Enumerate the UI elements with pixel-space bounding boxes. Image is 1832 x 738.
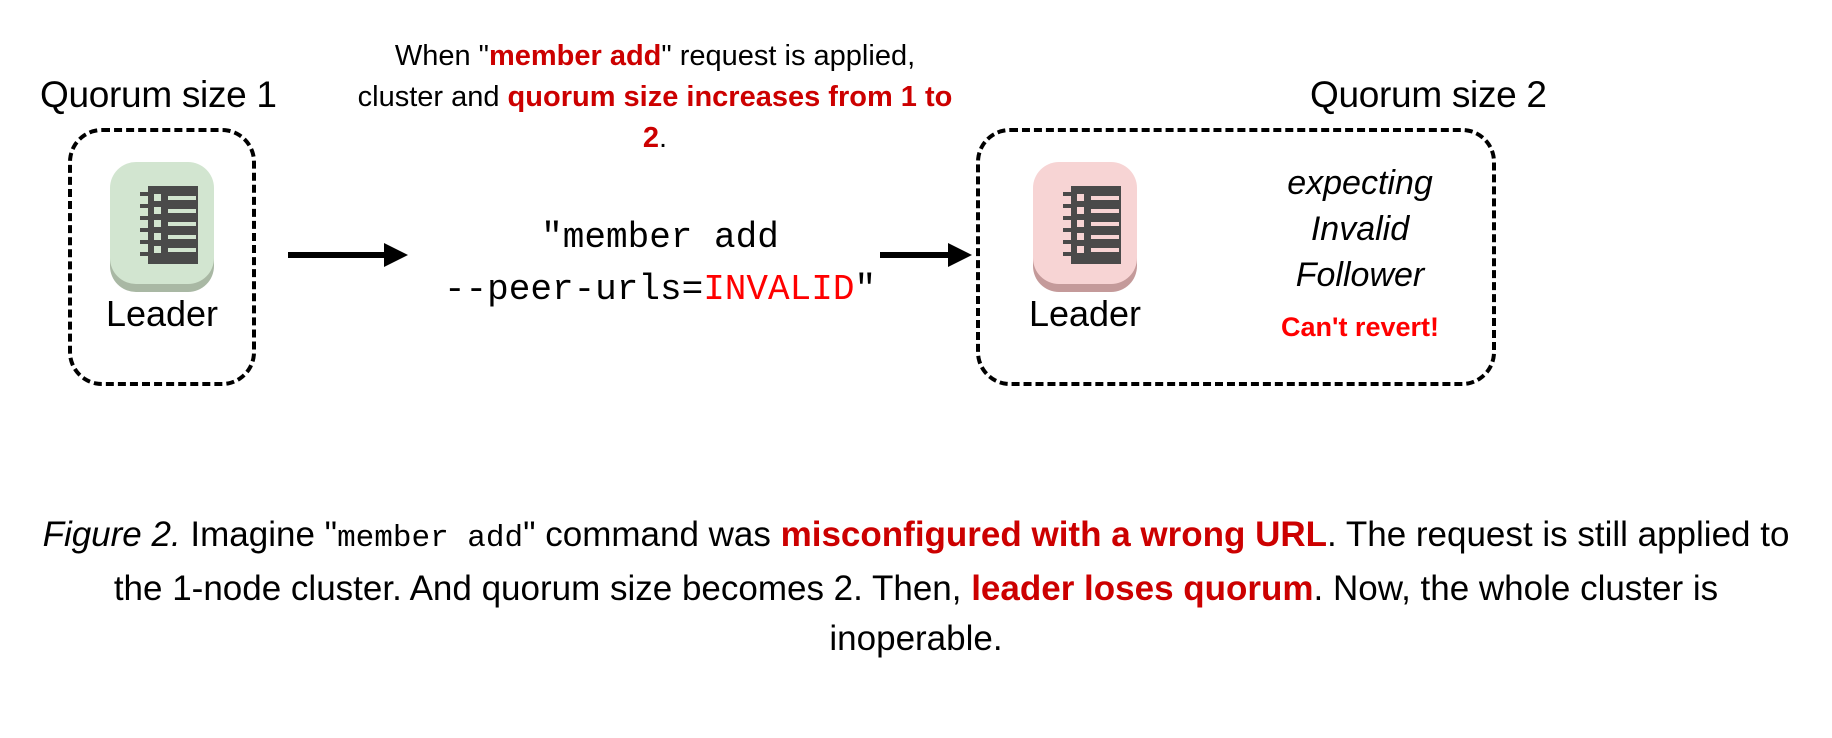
node-left-label: Leader xyxy=(105,293,219,334)
node-right-label: Leader xyxy=(1028,293,1142,334)
command-line1: "member add xyxy=(541,217,779,258)
ledger-ring xyxy=(140,204,154,208)
cluster-box-right xyxy=(976,128,1496,386)
top-note-emphasis-quorum-increase: quorum size increases from 1 to 2 xyxy=(507,81,953,154)
figure-caption-mono-member-add: member add xyxy=(337,521,524,556)
command-invalid-token: INVALID xyxy=(703,269,855,310)
top-note-part2: " request is applied, cluster and xyxy=(357,40,916,113)
ledger-ring xyxy=(1063,240,1077,244)
arrow-head xyxy=(948,243,972,267)
expecting-line-2: Invalid xyxy=(1310,210,1410,248)
cluster-box-left xyxy=(68,128,256,386)
figure-caption-text4: . Now, the whole cluster is inoperable. xyxy=(829,569,1719,658)
ledger-ring xyxy=(1063,216,1077,220)
arrow-shaft xyxy=(288,252,386,258)
node-right-leader: Leader xyxy=(1010,158,1160,334)
node-left-leader: Leader xyxy=(87,158,237,334)
ledger-glyph xyxy=(140,186,198,264)
ledger-ring xyxy=(1063,228,1077,232)
ledger-ring xyxy=(1063,192,1077,196)
command-line2-prefix: --peer-urls= xyxy=(443,269,704,310)
ledger-ring xyxy=(140,252,154,256)
arrow-head xyxy=(384,243,408,267)
node-tile xyxy=(110,162,214,284)
ledger-server-icon xyxy=(102,158,222,292)
ledger-ring xyxy=(140,228,154,232)
quorum-size-right-title: Quorum size 2 xyxy=(1310,74,1547,115)
expecting-line-3: Follower xyxy=(1295,256,1425,294)
top-note-part1: When " xyxy=(394,40,489,72)
ledger-glyph xyxy=(1063,186,1121,264)
arrow-right-icon xyxy=(880,243,972,267)
ledger-ring xyxy=(1063,252,1077,256)
expecting-block: expecting Invalid Follower Can't revert! xyxy=(1240,160,1480,343)
arrow-right-icon xyxy=(288,243,408,267)
figure-caption-text2: " command was xyxy=(523,515,781,554)
arrow-shaft xyxy=(880,252,950,258)
ledger-ring xyxy=(140,216,154,220)
quorum-size-left-title: Quorum size 1 xyxy=(40,74,277,115)
command-line2-suffix: " xyxy=(854,269,877,310)
top-note-part3: . xyxy=(659,122,668,154)
ledger-server-icon xyxy=(1025,158,1145,292)
figure-caption-text3: . The request is still applied to the 1-… xyxy=(113,515,1790,608)
node-tile xyxy=(1033,162,1137,284)
ledger-ring xyxy=(140,192,154,196)
figure-caption-label: Figure 2. xyxy=(42,515,181,554)
figure-caption-emphasis-loses-quorum: leader loses quorum xyxy=(971,569,1314,608)
ledger-ring xyxy=(1063,204,1077,208)
ledger-ring xyxy=(140,240,154,244)
cant-revert-warning: Can't revert! xyxy=(1281,312,1439,342)
top-note-emphasis-member-add: member add xyxy=(488,40,662,72)
command-text: "member add --peer-urls=INVALID" xyxy=(410,212,910,316)
figure-caption: Figure 2. Imagine "member add" command w… xyxy=(40,510,1792,664)
expecting-line-1: expecting xyxy=(1287,164,1433,202)
top-annotation-note: When "member add" request is applied, cl… xyxy=(355,36,955,159)
figure-caption-emphasis-misconfigured: misconfigured with a wrong URL xyxy=(780,515,1328,554)
figure-caption-text1: Imagine " xyxy=(180,515,338,554)
